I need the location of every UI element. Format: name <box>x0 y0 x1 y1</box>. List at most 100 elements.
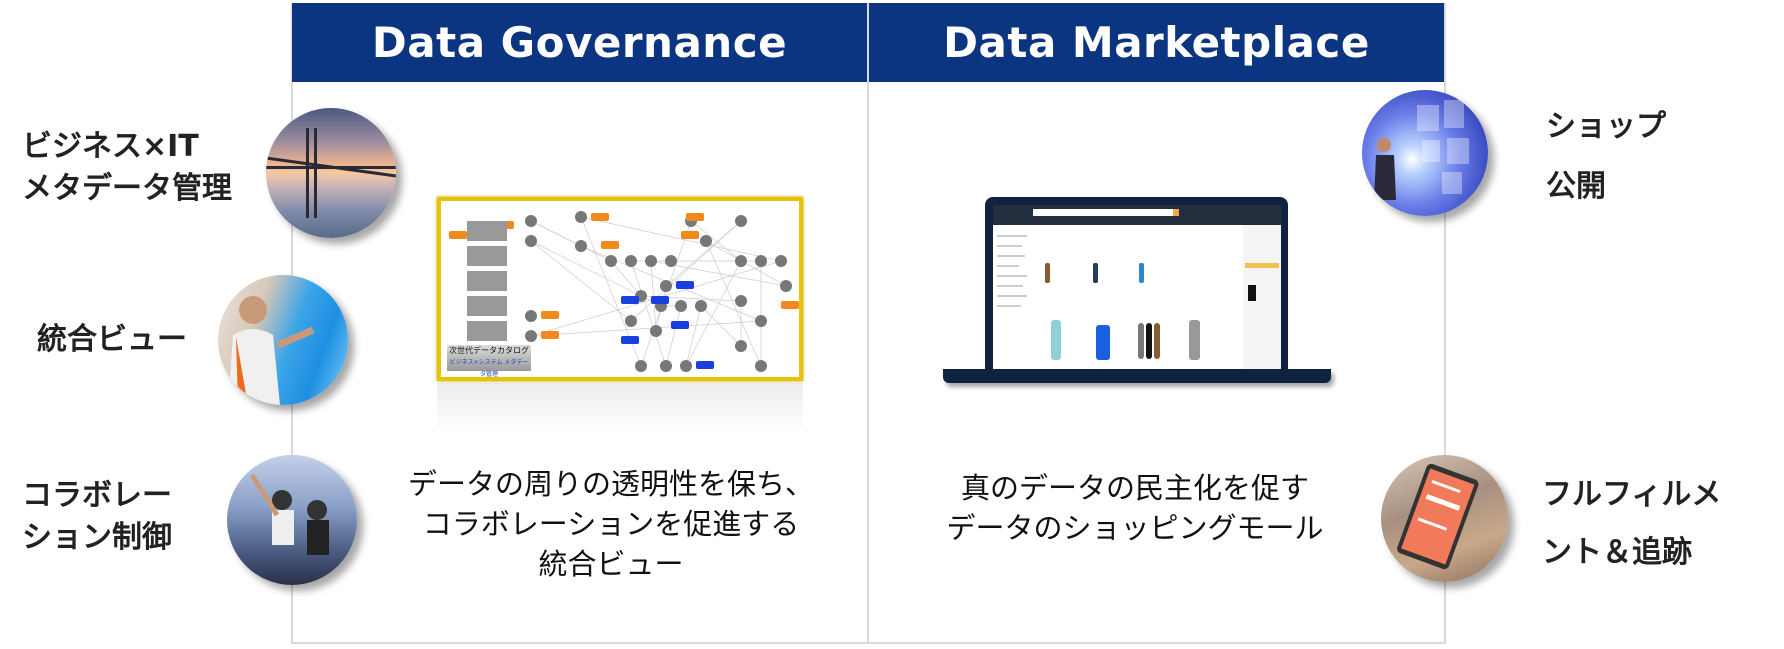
graph-edge <box>610 260 642 297</box>
graph-node <box>525 235 537 247</box>
caption-line: 統合ビュー <box>538 547 684 581</box>
graph-node <box>605 255 617 267</box>
caption-line: データのショッピングモール <box>946 511 1324 545</box>
graph-node <box>660 360 672 372</box>
engineer-screen-image <box>218 275 348 405</box>
graph-node <box>635 360 647 372</box>
graph-tag <box>541 311 559 319</box>
feature-line: メタデータ管理 <box>22 171 232 206</box>
feature-line: ション制御 <box>22 520 172 555</box>
governance-title: Data Governance <box>371 18 788 67</box>
graph-node <box>675 300 687 312</box>
bridge-icon <box>266 128 396 218</box>
tablet-orders-icon <box>1397 463 1479 570</box>
graph-edge <box>690 220 742 262</box>
graph-node <box>775 255 787 267</box>
graph-node <box>695 300 707 312</box>
graph-node <box>755 360 767 372</box>
graph-edge <box>530 220 612 262</box>
catalog-box <box>467 221 507 241</box>
product-bottles <box>997 235 1200 360</box>
graph-edge <box>630 220 742 322</box>
governance-caption: データの周りの透明性を保ち、 コラボレーションを促進する 統合ビュー <box>331 464 891 584</box>
graph-node <box>625 255 637 267</box>
graph-edge <box>685 260 742 367</box>
graph-tag <box>541 331 559 339</box>
marketplace-laptop-image <box>943 197 1331 387</box>
governance-header: Data Governance <box>292 3 867 82</box>
vr-people-icon <box>249 473 329 555</box>
catalog-box <box>467 271 507 291</box>
graph-tag <box>681 231 699 239</box>
graph-edge <box>530 320 762 337</box>
feature-line: 統合ビュー <box>37 322 187 357</box>
vr-users-image <box>227 455 357 585</box>
laptop-screen <box>985 197 1288 369</box>
feature-label-fulfillment: フルフィルメ ント＆追跡 <box>1542 466 1721 582</box>
graph-node <box>645 255 657 267</box>
graph-tag <box>671 321 689 329</box>
graph-node <box>650 325 662 337</box>
feature-line: ビジネス×IT <box>22 129 199 164</box>
graph-tag <box>601 241 619 249</box>
cart-item-thumb <box>1248 285 1256 301</box>
marketplace-caption: 真のデータの民主化を促す データのショッピングモール <box>905 468 1365 548</box>
digital-screens-image <box>1362 90 1488 216</box>
graph-tag <box>686 213 704 221</box>
graph-edge <box>665 220 742 287</box>
graph-tag <box>651 296 669 304</box>
graph-tag <box>676 281 694 289</box>
graph-edge <box>665 305 682 367</box>
graph-edge <box>640 220 692 367</box>
feature-line: ント＆追跡 <box>1542 535 1692 570</box>
graph-node <box>665 255 677 267</box>
engineer-icon <box>228 296 315 405</box>
shop-cart-panel <box>1243 225 1281 369</box>
order-tracking-image <box>1381 455 1508 582</box>
graph-edge <box>580 216 782 262</box>
caption-line: データの周りの透明性を保ち、 <box>407 467 814 501</box>
graph-node <box>755 255 767 267</box>
graph-node <box>735 255 747 267</box>
graph-node <box>680 360 692 372</box>
feature-line: 公開 <box>1546 169 1606 204</box>
graph-edge <box>685 305 702 367</box>
graph-node <box>525 330 537 342</box>
data-catalog-screenshot: 次世代データカタログ ビジネス×システム メタデータ管理 <box>437 197 803 381</box>
feature-line: ショップ <box>1546 109 1666 144</box>
marketplace-title: Data Marketplace <box>943 18 1370 67</box>
graph-node <box>575 240 587 252</box>
catalog-subtitle: ビジネス×システム メタデータ管理 <box>449 359 529 378</box>
shop-page <box>993 225 1243 369</box>
proceed-checkout-bar <box>1245 263 1279 268</box>
catalog-box <box>467 321 507 341</box>
caption-line: コラボレーションを促進する <box>422 507 800 541</box>
graph-tag <box>781 301 799 309</box>
catalog-box <box>467 246 507 266</box>
marketplace-header: Data Marketplace <box>869 3 1444 82</box>
graph-node <box>735 215 747 227</box>
shop-search-bar <box>1033 209 1179 216</box>
shop-topbar <box>993 205 1281 225</box>
graph-node <box>780 280 792 292</box>
graph-node <box>660 280 672 292</box>
woman-screens-icon <box>1374 100 1469 200</box>
graph-node <box>700 235 712 247</box>
graph-tag <box>621 296 639 304</box>
feature-label-integrated-view: 統合ビュー <box>37 319 187 361</box>
catalog-reflection <box>437 383 803 433</box>
feature-label-metadata: ビジネス×IT メタデータ管理 <box>22 126 232 210</box>
graph-edge <box>700 305 742 347</box>
caption-line: 真のデータの民主化を促す <box>960 471 1309 505</box>
graph-tag <box>696 361 714 369</box>
catalog-title: 次世代データカタログ <box>449 346 529 355</box>
graph-edge <box>705 240 762 367</box>
graph-node <box>735 295 747 307</box>
graph-tag <box>621 336 639 344</box>
graph-node <box>735 340 747 352</box>
catalog-title-box: 次世代データカタログ ビジネス×システム メタデータ管理 <box>447 345 531 378</box>
graph-node <box>755 315 767 327</box>
feature-label-shop-publish: ショップ 公開 <box>1546 97 1666 217</box>
bridge-sunset-image <box>266 108 396 238</box>
catalog-box <box>467 296 507 316</box>
